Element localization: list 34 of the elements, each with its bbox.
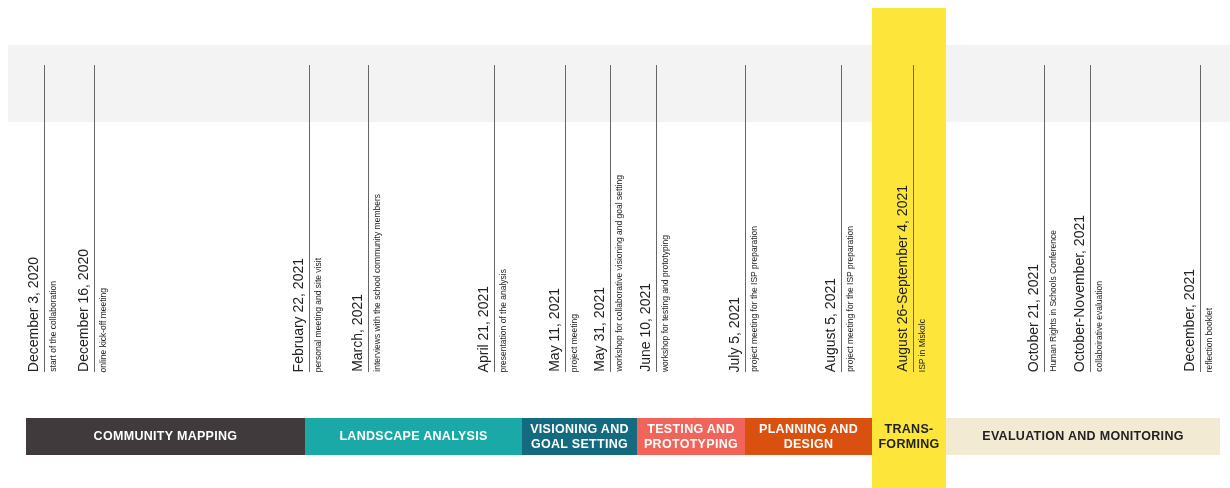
event-description: project meeting for the ISP preparation: [845, 226, 856, 372]
event-date: May 11, 2021: [546, 288, 562, 372]
event-description: start of the collaboration: [48, 281, 59, 372]
event-date: August 26-September 4, 2021: [894, 185, 910, 372]
event-date: December 3, 2020: [25, 256, 41, 372]
event-description: online kick-off meeting: [98, 287, 109, 372]
phase-bar: PLANNING AND DESIGN: [745, 418, 872, 455]
event-description: workshop for testing and prototyping: [660, 234, 671, 372]
event-date: April 21, 2021: [475, 285, 491, 372]
event-description: Human Rights in Schools Conference: [1048, 230, 1059, 372]
event-description: workshop for collaborative visioning and goal setting: [614, 175, 625, 372]
event-date: October 21, 2021: [1025, 263, 1041, 372]
event-description: ISP in Miskolc: [917, 318, 928, 372]
event-description: project meeting: [569, 313, 580, 372]
event-date: March, 2021: [349, 294, 365, 372]
event-date: June 10, 2021: [637, 283, 653, 372]
event-description: project meeting for the ISP preparation: [749, 226, 760, 372]
event-date: May 31, 2021: [591, 287, 607, 372]
event-description: presentation of the analysis: [498, 268, 509, 372]
event-description: personal meeting and site visit: [313, 257, 324, 372]
phase-bar: TESTING AND PROTOTYPING: [637, 418, 745, 455]
event-description: collaboirative evaluation: [1094, 281, 1105, 372]
event-date: December, 2021: [1181, 269, 1197, 372]
phase-bar: EVALUATION AND MONITORING: [946, 418, 1220, 455]
phase-bar: COMMUNITY MAPPING: [26, 418, 305, 455]
phase-bar: VISIONING AND GOAL SETTING: [522, 418, 637, 455]
event-description: reflection booklet: [1204, 307, 1215, 372]
phase-bar: LANDSCAPE ANALYSIS: [305, 418, 522, 455]
event-date: August 5, 2021: [822, 277, 838, 372]
event-date: July 5, 2021: [726, 296, 742, 372]
event-description: interviews with the school community members: [372, 194, 383, 372]
event-date: February 22, 2021: [290, 257, 306, 372]
event-date: December 16, 2020: [75, 249, 91, 372]
event-date: October-November, 2021: [1071, 214, 1087, 372]
